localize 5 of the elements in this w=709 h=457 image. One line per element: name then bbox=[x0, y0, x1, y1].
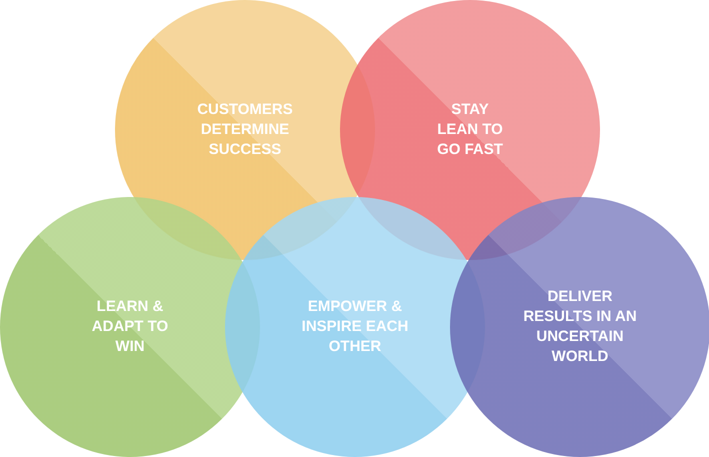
circle-label: DELIVER RESULTS IN AN UNCERTAIN WORLD bbox=[522, 287, 638, 367]
circle-label: CUSTOMERS DETERMINE SUCCESS bbox=[196, 100, 294, 160]
circle-label: EMPOWER & INSPIRE EACH OTHER bbox=[300, 297, 410, 357]
circle-label: STAY LEAN TO GO FAST bbox=[436, 100, 504, 160]
circle-label: LEARN & ADAPT TO WIN bbox=[90, 297, 170, 357]
